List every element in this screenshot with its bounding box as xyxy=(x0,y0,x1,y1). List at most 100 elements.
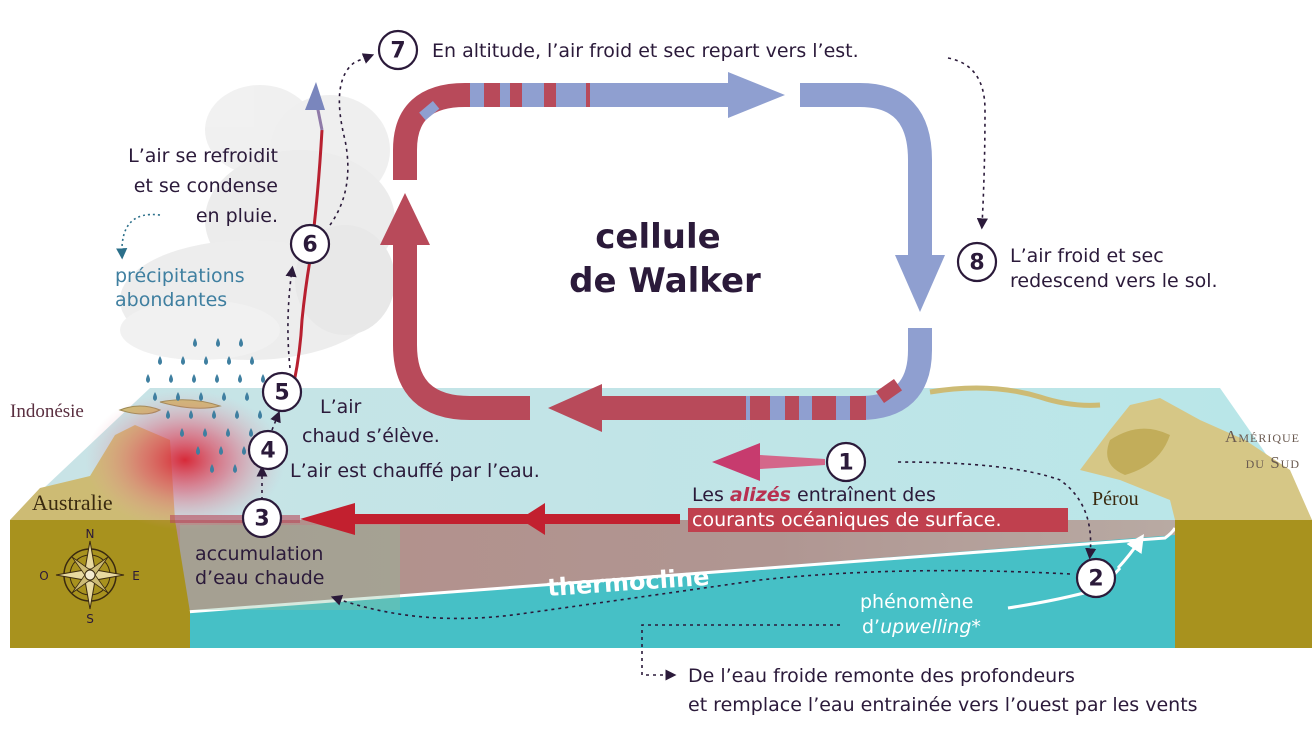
lower-stripes xyxy=(740,378,903,420)
step-2-star: * xyxy=(971,616,981,638)
sea-surface xyxy=(10,388,1312,520)
upwelling-note-2: et remplace l’eau entrainée vers l’ouest… xyxy=(688,694,1198,716)
step-1-alizes: alizés xyxy=(730,484,791,506)
compass-o: O xyxy=(39,569,48,583)
rain-drop xyxy=(216,338,220,347)
step-1-highlight-text: courants océaniques de surface. xyxy=(692,509,1002,531)
label-indonesie: Indonésie xyxy=(10,401,84,422)
descending-cold-air-branch xyxy=(800,83,932,255)
rain-drop xyxy=(192,374,196,383)
rain-drop xyxy=(199,392,203,401)
rising-air-line xyxy=(288,129,324,401)
step-5-badge xyxy=(261,371,303,413)
step-1-number: 1 xyxy=(838,451,853,476)
rain-drops xyxy=(146,338,265,473)
land-east-front xyxy=(1175,520,1312,648)
step-7-number: 7 xyxy=(390,39,405,64)
title-line-2: de Walker xyxy=(569,261,761,301)
rain-drop xyxy=(261,374,265,383)
rain-drop xyxy=(153,392,157,401)
thermocline-line xyxy=(185,527,1177,614)
step-7-badge xyxy=(377,29,419,71)
rising-air-arrowhead xyxy=(305,82,325,110)
rain-drop xyxy=(242,446,246,455)
step-8-badge xyxy=(956,241,998,283)
rain-drop xyxy=(180,428,184,437)
surface-currents xyxy=(170,503,680,535)
title-line-1: cellule xyxy=(595,217,720,257)
rain-drop xyxy=(189,410,193,419)
pointer-upwelling-note xyxy=(641,624,840,681)
rising-warm-air-branch xyxy=(393,245,530,420)
rain-label-1: précipitations xyxy=(115,265,245,287)
rain-drop xyxy=(169,374,173,383)
pointer-7-to-8 xyxy=(947,57,988,230)
upwelling-note-1: De l’eau froide remonte des profondeurs xyxy=(688,665,1075,687)
step-2-number: 2 xyxy=(1088,567,1103,592)
south-america-top xyxy=(1080,398,1312,520)
rain-drop xyxy=(250,356,254,365)
rain-drop xyxy=(203,428,207,437)
compass-rose: N S E O xyxy=(39,527,140,626)
rain-drop xyxy=(233,464,237,473)
step-1-badge xyxy=(825,441,867,483)
step-2-badge xyxy=(1075,557,1117,599)
compass-n: N xyxy=(86,527,95,541)
step-7-text: En altitude, l’air froid et sec repart v… xyxy=(432,40,859,62)
step-1-highlight-bg xyxy=(688,508,1068,532)
rain-drop xyxy=(258,410,262,419)
rain-drop xyxy=(176,392,180,401)
step-8-line-2: redescend vers le sol. xyxy=(1010,270,1218,292)
rain-drop xyxy=(215,374,219,383)
step-2-line-2: d’upwelling* xyxy=(862,616,981,638)
label-amerique: Amérique xyxy=(1225,427,1300,446)
warm-hotspot xyxy=(85,390,285,530)
rain-drop xyxy=(193,338,197,347)
label-perou: Pérou xyxy=(1092,488,1139,510)
pointer-6-to-rain xyxy=(116,213,161,260)
trade-winds-arrow xyxy=(712,443,825,481)
step-8-number: 8 xyxy=(969,251,984,276)
rain-drop xyxy=(245,392,249,401)
step-6-number: 6 xyxy=(302,233,317,258)
pointer-4-to-5 xyxy=(270,410,281,431)
rain-drop xyxy=(227,356,231,365)
rain-drop xyxy=(222,392,226,401)
upper-left-curve xyxy=(393,83,590,180)
south-america-relief xyxy=(1107,428,1170,475)
compass-e: E xyxy=(132,569,140,583)
step-5-number: 5 xyxy=(274,381,289,406)
step-3-badge xyxy=(241,497,283,539)
land-east xyxy=(929,385,1312,648)
compass-s: S xyxy=(86,612,94,626)
step-2-d: d’ xyxy=(862,616,880,638)
step-3-number: 3 xyxy=(254,507,269,532)
rain-drop xyxy=(235,410,239,419)
label-du-sud: du Sud xyxy=(1246,453,1300,472)
step-5-line-2: chaud s’élève. xyxy=(302,425,440,447)
rain-drop xyxy=(181,356,185,365)
upwelling-arrow-rise xyxy=(1116,534,1144,570)
rain-drop xyxy=(196,446,200,455)
rising-arrow-head xyxy=(380,193,430,245)
rain-drop xyxy=(238,374,242,383)
walker-cell-loop xyxy=(380,72,945,432)
descending-arrow-head xyxy=(895,255,945,312)
step-6-line-1: L’air se refroidit xyxy=(128,145,278,167)
cloud xyxy=(120,85,395,360)
rain-drop xyxy=(219,446,223,455)
lower-arrow-head xyxy=(548,384,602,432)
upper-stripes xyxy=(419,83,586,121)
step-6-line-2: et se condense xyxy=(134,175,278,197)
rain-label-2: abondantes xyxy=(115,289,227,311)
step-2-upwelling: upwelling xyxy=(880,616,971,638)
step-6-badge xyxy=(289,223,331,265)
pointer-5-to-6 xyxy=(285,265,297,369)
warm-water-layer xyxy=(170,520,1175,612)
upper-arrow-head xyxy=(728,72,785,118)
rain-drop xyxy=(146,374,150,383)
step-8-line-1: L’air froid et sec xyxy=(1010,245,1164,267)
rain-drop xyxy=(249,428,253,437)
step-3-line-1: accumulation xyxy=(195,543,323,565)
